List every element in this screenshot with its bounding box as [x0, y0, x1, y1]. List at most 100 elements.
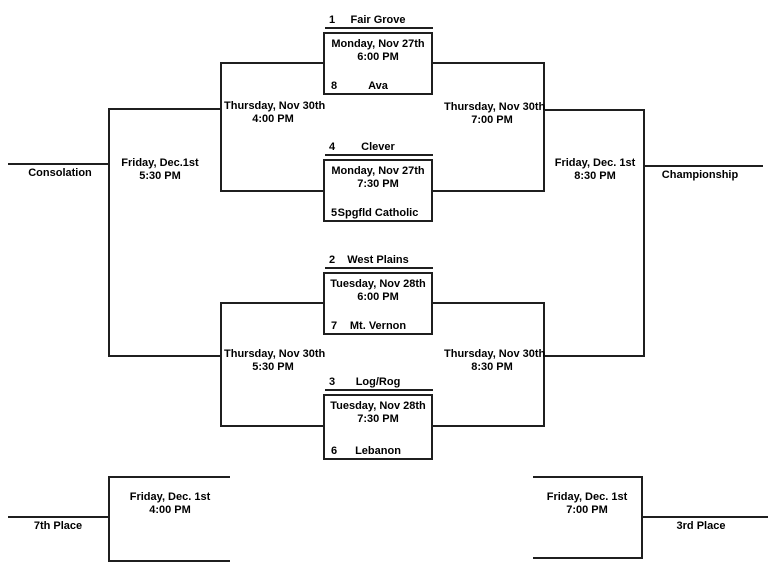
seed-number: 3: [329, 376, 336, 388]
bracket-line: [543, 62, 545, 192]
seed-number: 6: [331, 445, 338, 457]
bracket-line: [108, 108, 222, 110]
team-slot: 1 Fair Grove: [325, 14, 431, 27]
seed-number: 5: [331, 207, 338, 219]
game-time: 7:30 PM: [357, 178, 399, 190]
game1-box: [323, 32, 433, 95]
seed-number: 7: [331, 320, 338, 332]
game-date: Thursday, Nov 30th: [224, 348, 326, 360]
championship-semi-2-schedule: Thursday, Nov 30th 8:30 PM: [444, 348, 546, 374]
game-date: Thursday, Nov 30th: [444, 348, 546, 360]
seventh-place-label: 7th Place: [33, 520, 83, 532]
game-date: Thursday, Nov 30th: [224, 100, 326, 112]
bracket-line: [533, 476, 643, 478]
team-slot: 2 West Plains: [325, 254, 431, 267]
game-time: 7:00 PM: [471, 114, 513, 126]
game-date: Monday, Nov 27th: [331, 165, 425, 177]
consolation-final-schedule: Friday, Dec.1st 5:30 PM: [112, 157, 208, 183]
bracket-line: [325, 389, 433, 391]
third-place-label: 3rd Place: [676, 520, 726, 532]
team-slot: 5 Spgfld Catholic: [327, 207, 429, 220]
bracket-line: [108, 108, 110, 357]
bracket-line: [8, 516, 108, 518]
game-time: 6:00 PM: [357, 51, 399, 63]
game-time: 6:00 PM: [357, 291, 399, 303]
championship-label: Championship: [661, 169, 739, 181]
bracket-line: [641, 477, 643, 559]
game-date: Tuesday, Nov 28th: [330, 278, 426, 290]
bracket-line: [533, 557, 643, 559]
team-name: Lebanon: [355, 445, 401, 457]
game4-schedule: Tuesday, Nov 28th 7:30 PM: [323, 400, 433, 426]
bracket-line: [543, 355, 645, 357]
game3-schedule: Tuesday, Nov 28th 6:00 PM: [323, 278, 433, 304]
seed-number: 1: [329, 14, 336, 26]
game-time: 7:30 PM: [357, 413, 399, 425]
game-date: Monday, Nov 27th: [331, 38, 425, 50]
bracket-line: [220, 302, 323, 304]
bracket-line: [643, 516, 768, 518]
bracket-line: [433, 62, 543, 64]
game-time: 8:30 PM: [471, 361, 513, 373]
bracket-line: [220, 302, 222, 427]
game-date: Friday, Dec. 1st: [546, 491, 628, 503]
game2-schedule: Monday, Nov 27th 7:30 PM: [323, 165, 433, 191]
game-time: 7:00 PM: [566, 504, 608, 516]
game-time: 4:00 PM: [252, 113, 294, 125]
game-date: Friday, Dec.1st: [121, 157, 199, 169]
team-name: Fair Grove: [350, 14, 406, 26]
bracket-line: [433, 302, 543, 304]
bracket-line: [543, 109, 645, 111]
game-time: 5:30 PM: [252, 361, 294, 373]
game4-box: [323, 394, 433, 460]
team-slot: 8 Ava: [327, 80, 429, 93]
seed-number: 4: [329, 141, 336, 153]
bracket-line: [433, 190, 543, 192]
game-time: 4:00 PM: [149, 504, 191, 516]
team-slot: 7 Mt. Vernon: [327, 320, 429, 333]
seventh-place-schedule: Friday, Dec. 1st 4:00 PM: [110, 491, 230, 517]
bracket-line: [643, 109, 645, 357]
game-date: Friday, Dec. 1st: [554, 157, 636, 169]
bracket-line: [325, 154, 433, 156]
game2-box: [323, 159, 433, 222]
game-time: 5:30 PM: [139, 170, 181, 182]
bracket-line: [220, 62, 222, 192]
consolation-label: Consolation: [28, 167, 92, 179]
team-name: Mt. Vernon: [349, 320, 407, 332]
seed-number: 2: [329, 254, 336, 266]
game-time: 8:30 PM: [574, 170, 616, 182]
bracket-line: [543, 302, 545, 427]
consolation-semi-2-schedule: Thursday, Nov 30th 5:30 PM: [224, 348, 326, 374]
bracket-line: [108, 477, 110, 562]
bracket-line: [220, 425, 323, 427]
team-name: Clever: [361, 141, 395, 153]
bracket-line: [8, 163, 108, 165]
bracket-line: [108, 476, 230, 478]
bracket-line: [108, 560, 230, 562]
team-slot: 3 Log/Rog: [325, 376, 431, 389]
championship-final-schedule: Friday, Dec. 1st 8:30 PM: [547, 157, 643, 183]
team-name: West Plains: [347, 254, 409, 266]
team-slot: 4 Clever: [325, 141, 431, 154]
championship-semi-1-schedule: Thursday, Nov 30th 7:00 PM: [444, 101, 545, 127]
bracket-line: [325, 27, 433, 29]
game-date: Friday, Dec. 1st: [129, 491, 211, 503]
bracket-line: [325, 267, 433, 269]
team-name: Log/Rog: [355, 376, 401, 388]
bracket-line: [108, 355, 222, 357]
third-place-schedule: Friday, Dec. 1st 7:00 PM: [527, 491, 647, 517]
seed-number: 8: [331, 80, 338, 92]
bracket-line: [220, 190, 323, 192]
bracket-line: [433, 425, 543, 427]
game1-schedule: Monday, Nov 27th 6:00 PM: [323, 38, 433, 64]
game-date: Tuesday, Nov 28th: [330, 400, 426, 412]
team-name: Ava: [368, 80, 388, 92]
bracket-line: [645, 165, 763, 167]
game3-box: [323, 272, 433, 335]
team-name: Spgfld Catholic: [337, 207, 419, 219]
consolation-semi-1-schedule: Thursday, Nov 30th 4:00 PM: [224, 100, 326, 126]
team-slot: 6 Lebanon: [327, 445, 429, 458]
bracket-line: [220, 62, 323, 64]
